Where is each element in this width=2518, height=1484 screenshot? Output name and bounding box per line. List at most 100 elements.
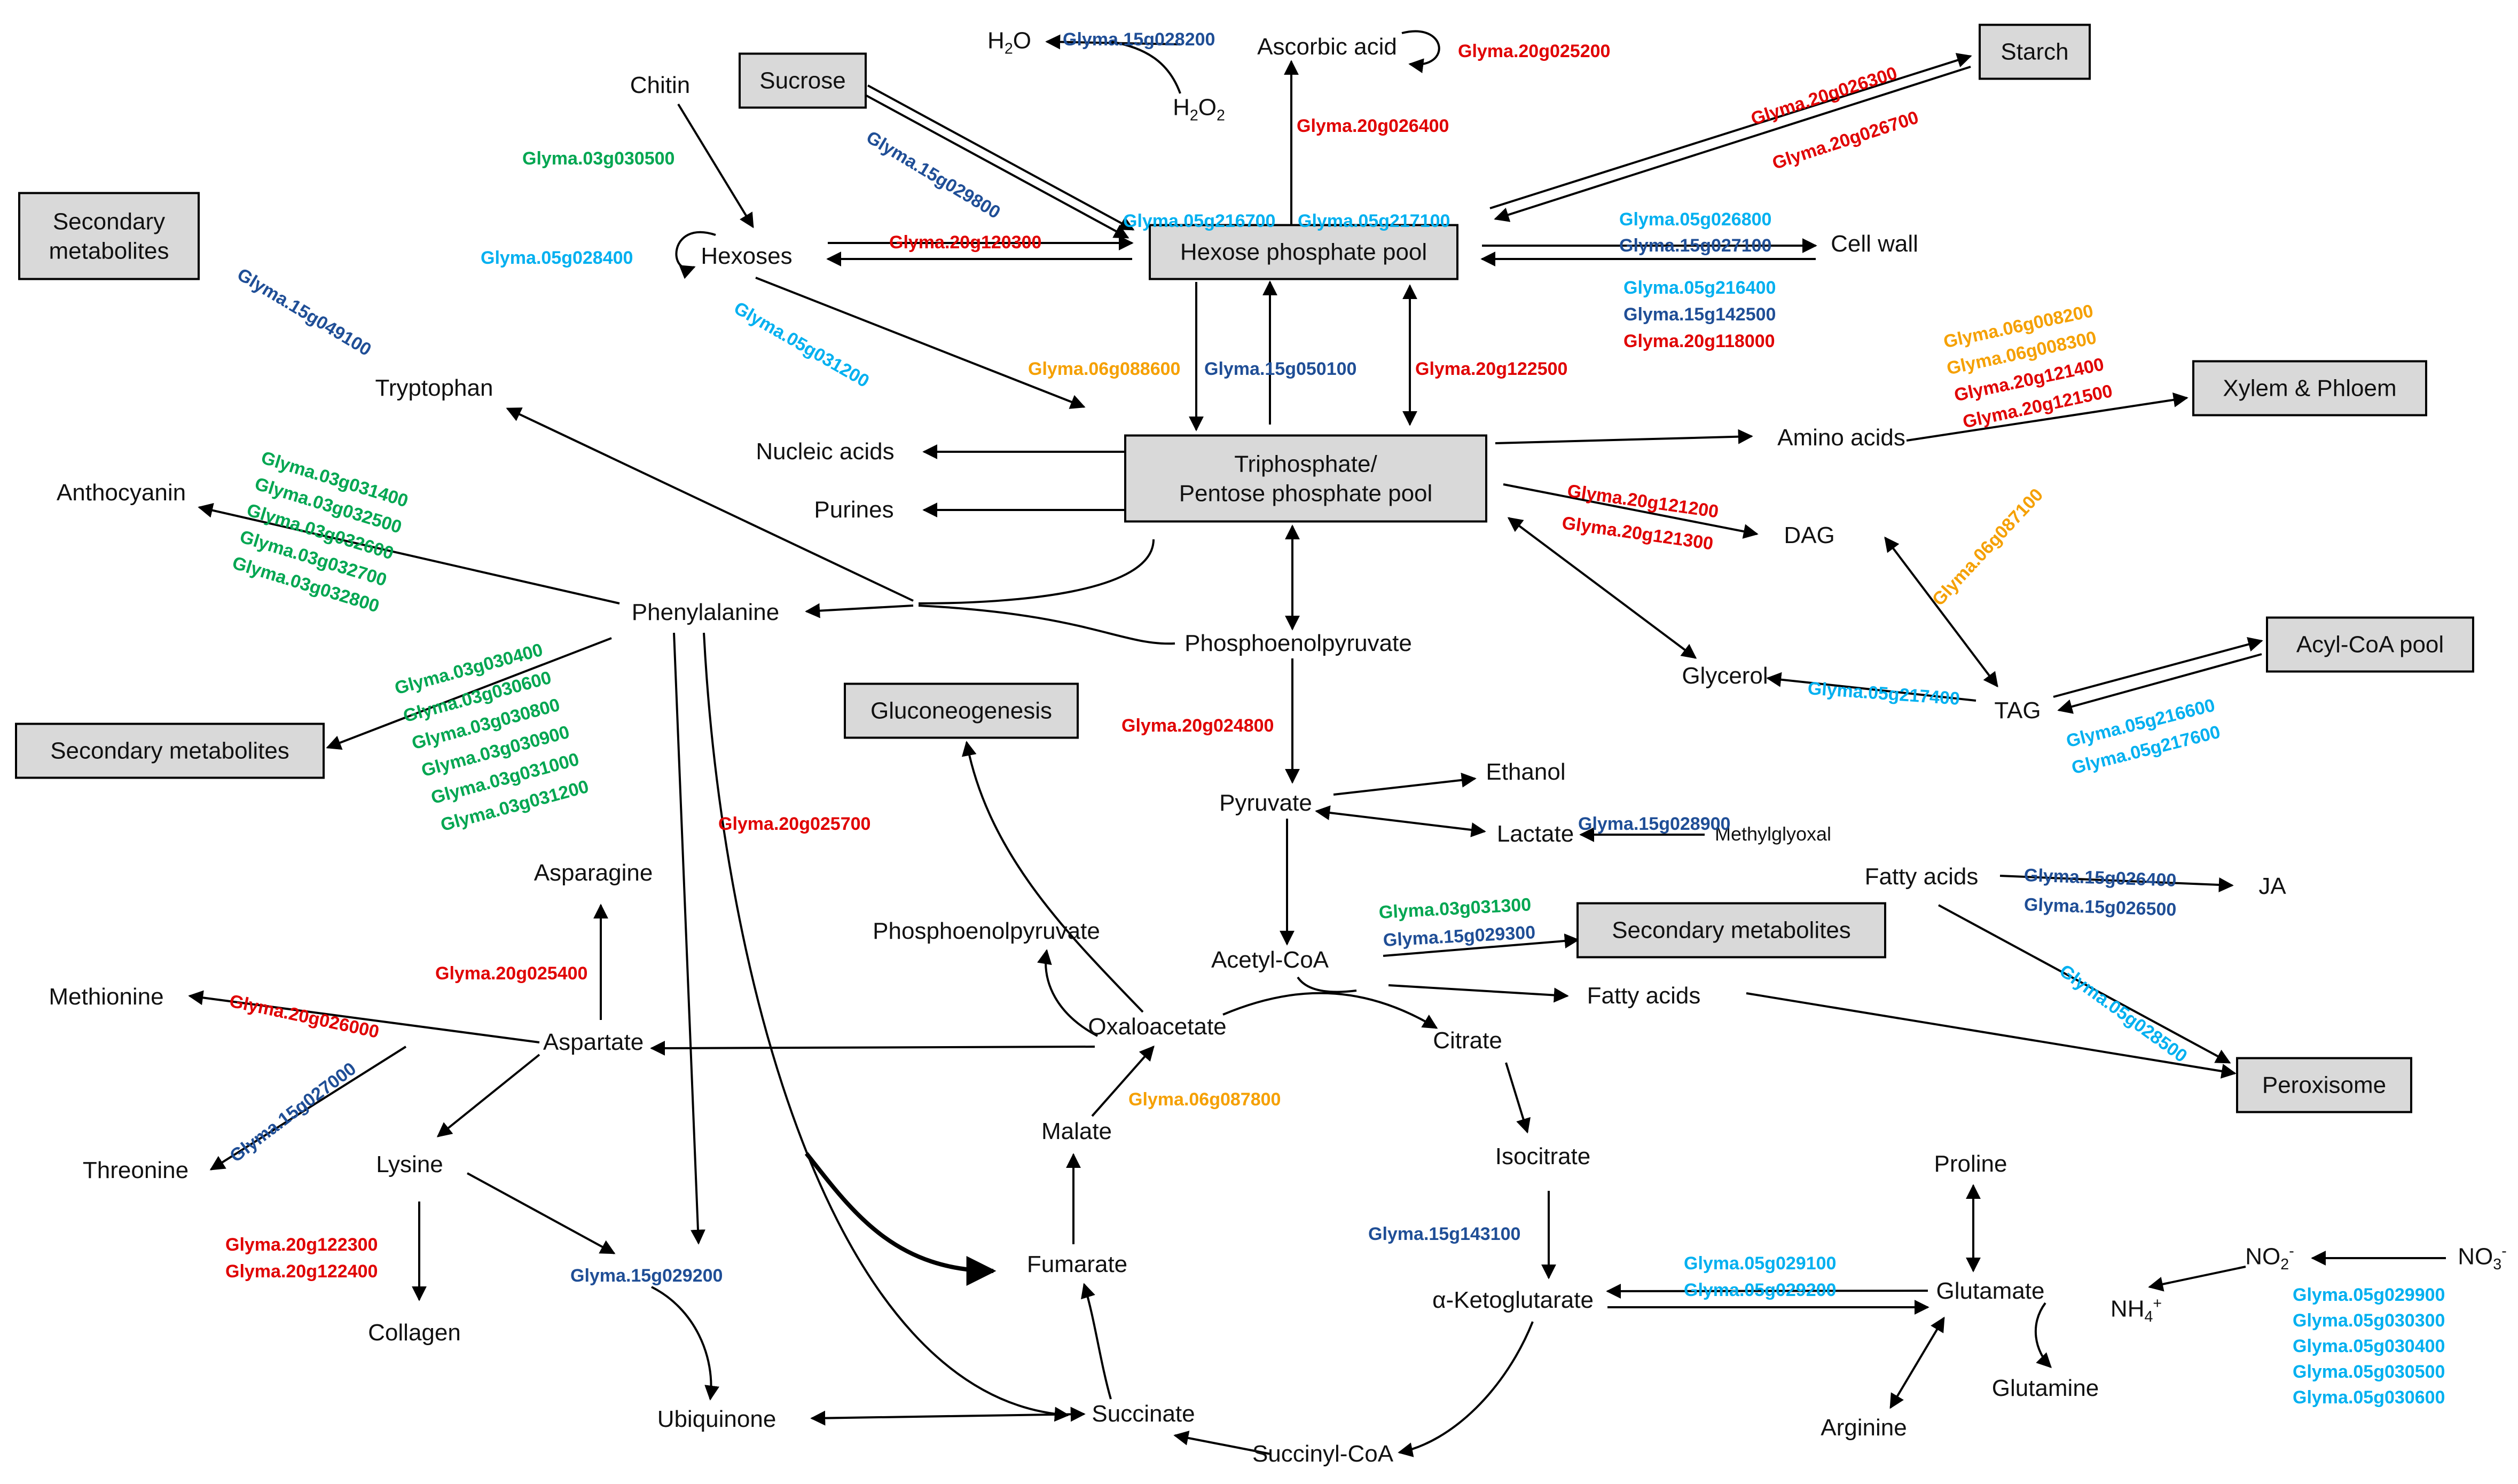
collagen-label: Collagen	[368, 1320, 461, 1346]
edge-bold-to-fumarate	[804, 1152, 997, 1286]
edge-phenylalanine-to-succinate	[703, 632, 1070, 1422]
h2o-o: O	[1013, 27, 1031, 54]
edge-tag-to-acyl-coa	[2053, 637, 2263, 698]
oxaloacetate-label: Oxaloacetate	[1088, 1014, 1227, 1040]
nh4-label: NH4+	[2111, 1295, 2162, 1326]
fumarate-label: Fumarate	[1026, 1251, 1128, 1277]
h2o-sub: 2	[1004, 40, 1013, 58]
gene-20g122500: Glyma.20g122500	[1415, 359, 1568, 379]
starch-box: Starch	[1979, 23, 2091, 80]
gene-06g087800: Glyma.06g087800	[1128, 1089, 1281, 1110]
edge-hexoses-to-triose-pool	[755, 277, 1086, 409]
gene-05g030500: Glyma.05g030500	[2293, 1362, 2445, 1382]
edge-succinate-ubiquinone-bidirectional	[810, 1407, 1086, 1426]
edge-gene-15g029200-to-ubiquinone	[651, 1286, 720, 1401]
hexoses-label: Hexoses	[701, 243, 793, 269]
secondary-metabolites-left-box: Secondary metabolites	[15, 723, 325, 779]
xylem-phloem-box: Xylem & Phloem	[2192, 360, 2427, 417]
edge-fatty-acids-right-to-peroxisome	[1938, 904, 2231, 1064]
lysine-label: Lysine	[376, 1151, 443, 1177]
fatty-acids-right-label: Fatty acids	[1864, 863, 1979, 890]
no3-label: NO3-	[2458, 1243, 2506, 1274]
gene-05g026800: Glyma.05g026800	[1619, 209, 1772, 230]
h2o2-sub2: 2	[1217, 107, 1225, 124]
edge-amino-acids-to-xylem	[1906, 392, 2188, 442]
alpha-ketoglutarate-label: α-Ketoglutarate	[1432, 1287, 1594, 1313]
malate-label: Malate	[1041, 1118, 1112, 1144]
edge-phenylalanine-to-anthocyanin	[198, 502, 620, 604]
no2-sub: 2	[2280, 1256, 2289, 1274]
edge-sucrose-to-hexose-pool	[867, 84, 1135, 231]
nh4-n: NH	[2110, 1295, 2145, 1322]
gene-05g029200: Glyma.05g029200	[1684, 1280, 1837, 1300]
gene-05g028500: Glyma.05g028500	[2056, 960, 2191, 1067]
edge-fatty-acids-to-peroxisome	[1746, 992, 2237, 1079]
glutamate-label: Glutamate	[1936, 1278, 2045, 1304]
edge-h2o2-curve	[1110, 41, 1181, 94]
gene-15g050100: Glyma.15g050100	[1204, 359, 1357, 379]
no2-n: NO	[2245, 1243, 2281, 1270]
edge-oxaloacetate-to-aspartate	[650, 1040, 1095, 1056]
secondary-metabolites-top-box: Secondary metabolites	[18, 192, 200, 280]
edge-phenylalanine-to-gene-15g029200	[673, 632, 705, 1245]
gene-20g122400: Glyma.20g122400	[225, 1261, 378, 1282]
amino-acids-label: Amino acids	[1777, 425, 1905, 451]
pyruvate-label: Pyruvate	[1219, 790, 1312, 816]
edge-aspartate-to-threonine	[209, 1046, 407, 1171]
phosphoenolpyruvate-top-label: Phosphoenolpyruvate	[1185, 630, 1412, 656]
edge-acetyl-coa-to-citrate-join	[1297, 976, 1357, 993]
acetyl-coa-label: Acetyl-CoA	[1211, 947, 1329, 973]
gene-15g027100: Glyma.15g027100	[1619, 235, 1772, 256]
no2-label: NO2-	[2245, 1243, 2294, 1274]
gene-05g031200: Glyma.05g031200	[730, 297, 873, 392]
no3-n: NO	[2458, 1243, 2493, 1270]
gene-03g030500: Glyma.03g030500	[522, 148, 675, 169]
nh4-sub: 4	[2144, 1308, 2153, 1326]
gene-15g029300: Glyma.15g029300	[1382, 922, 1536, 951]
gene-15g143100: Glyma.15g143100	[1368, 1224, 1521, 1244]
edge-triose-to-dag	[1503, 483, 1759, 539]
gene-05g030300: Glyma.05g030300	[2293, 1310, 2445, 1331]
ascorbic-acid-label: Ascorbic acid	[1257, 34, 1397, 60]
edge-malate-to-oxaloacetate	[1091, 1045, 1155, 1117]
edge-oxaloacetate-to-gluconeo	[961, 741, 1144, 1013]
acyl-coa-pool-box: Acyl-CoA pool	[2266, 616, 2474, 673]
methionine-label: Methionine	[49, 984, 164, 1010]
arginine-label: Arginine	[1821, 1415, 1907, 1441]
edge-starch-to-hexose-pool	[1494, 66, 1971, 222]
edge-hexose-pool-to-starch	[1489, 53, 1972, 209]
edge-glutamate-to-glutamine	[2034, 1302, 2052, 1368]
edge-triose-to-branch	[918, 539, 1155, 604]
gene-15g027000: Glyma.15g027000	[226, 1058, 360, 1167]
edge-tag-to-glycerol	[1766, 672, 1976, 702]
edge-chitin-to-hexoses	[677, 103, 754, 229]
edge-phenylalanine-to-secondary-left	[326, 637, 612, 750]
proline-label: Proline	[1934, 1151, 2007, 1177]
edge-oxaloacetate-to-citrate	[1222, 992, 1438, 1029]
edge-acetyl-coa-to-secondary-mid	[1383, 933, 1580, 957]
anthocyanin-label: Anthocyanin	[56, 480, 186, 506]
gene-15g026500: Glyma.15g026500	[2023, 894, 2177, 920]
tryptophan-label: Tryptophan	[375, 375, 493, 401]
gluconeogenesis-box: Gluconeogenesis	[844, 682, 1079, 739]
gene-20g025400: Glyma.20g025400	[435, 963, 588, 984]
gene-20g024800: Glyma.20g024800	[1121, 716, 1274, 736]
edge-fatty-acids-right-to-ja	[1999, 875, 2234, 892]
gene-20g025200: Glyma.20g025200	[1458, 41, 1611, 61]
gene-05g217400: Glyma.05g217400	[1807, 678, 1961, 709]
edge-aspartate-to-methionine	[188, 990, 540, 1043]
triphosphate-pentose-pool-box: Triphosphate/ Pentose phosphate pool	[1124, 434, 1487, 523]
succinate-label: Succinate	[1092, 1401, 1195, 1427]
h2o2-sub1: 2	[1189, 107, 1198, 124]
edge-citrate-to-isocitrate	[1505, 1062, 1531, 1134]
phenylalanine-label: Phenylalanine	[631, 599, 780, 625]
edge-ascorbic-self-loop	[1401, 30, 1440, 73]
gene-06g088600: Glyma.06g088600	[1028, 359, 1181, 379]
chitin-label: Chitin	[630, 72, 691, 98]
asparagine-label: Asparagine	[534, 860, 653, 886]
edge-arginine-glutamate-bidirectional	[1889, 1316, 1945, 1409]
h2o-label: H2O	[987, 28, 1031, 58]
gene-06g087100: Glyma.06g087100	[1928, 484, 2048, 610]
